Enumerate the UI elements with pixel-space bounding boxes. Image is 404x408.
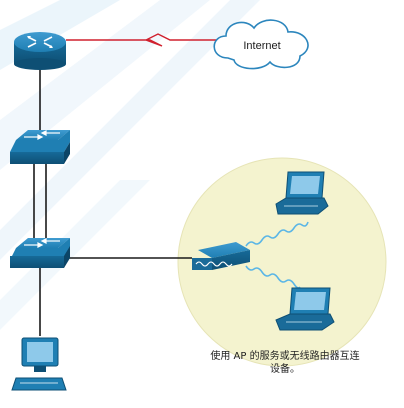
desktop-pc-icon <box>11 337 67 391</box>
wireless-signal-upper <box>245 221 309 247</box>
caption-line-1: 使用 AP 的服务或无线路由器互连 <box>210 351 360 362</box>
diagram-caption: 使用 AP 的服务或无线路由器互连 设备。 <box>180 350 390 376</box>
internet-label: Internet <box>243 40 280 52</box>
switch-icon <box>10 238 70 268</box>
router-icon <box>14 32 66 70</box>
wan-link <box>66 33 218 47</box>
laptop-icon <box>275 287 335 331</box>
wireless-coverage-area <box>177 157 387 367</box>
access-point-icon <box>192 242 250 270</box>
laptop-icon <box>275 171 329 215</box>
caption-line-2: 设备。 <box>270 364 300 375</box>
wireless-signal-lower <box>245 265 301 289</box>
switch-icon <box>10 130 70 164</box>
internet-cloud-icon: Internet <box>213 19 309 70</box>
